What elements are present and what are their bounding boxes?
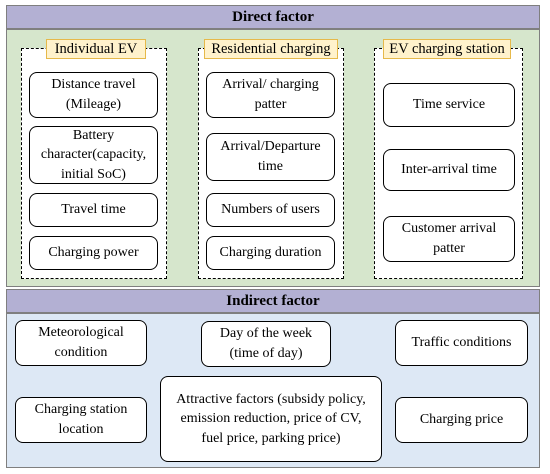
factor-arrival-charging-patter: Arrival/ charging patter [206, 72, 335, 118]
factor-attractive-factors: Attractive factors (subsidy policy, emis… [160, 376, 382, 462]
factor-travel-time: Travel time [29, 193, 158, 227]
group-ev-charging-station-title: EV charging station [383, 39, 511, 59]
factor-day-of-the-week: Day of the week (time of day) [201, 321, 331, 367]
group-individual-ev-title: Individual EV [46, 39, 146, 59]
indirect-factor-header: Indirect factor [6, 289, 540, 313]
direct-factor-header: Direct factor [6, 5, 540, 29]
factor-charging-duration: Charging duration [206, 236, 335, 270]
factor-distance-travel: Distance travel (Mileage) [29, 72, 158, 118]
factor-charging-power: Charging power [29, 236, 158, 270]
factor-customer-arrival-patter: Customer arrival patter [383, 216, 515, 262]
factor-meteorological-condition: Meteorological condition [15, 320, 147, 366]
factor-time-service: Time service [383, 83, 515, 127]
direct-factor-title: Direct factor [232, 8, 314, 25]
indirect-factor-title: Indirect factor [226, 292, 320, 309]
group-residential-charging-title: Residential charging [204, 39, 338, 59]
factor-battery-character: Battery character(capacity, initial SoC) [29, 126, 158, 184]
factor-charging-price: Charging price [395, 397, 528, 443]
factor-charging-station-location: Charging station location [15, 397, 147, 443]
factor-arrival-departure-time: Arrival/Departure time [206, 133, 335, 181]
factor-traffic-conditions: Traffic conditions [395, 320, 528, 366]
factor-inter-arrival-time: Inter-arrival time [383, 149, 515, 191]
factor-numbers-of-users: Numbers of users [206, 193, 335, 227]
